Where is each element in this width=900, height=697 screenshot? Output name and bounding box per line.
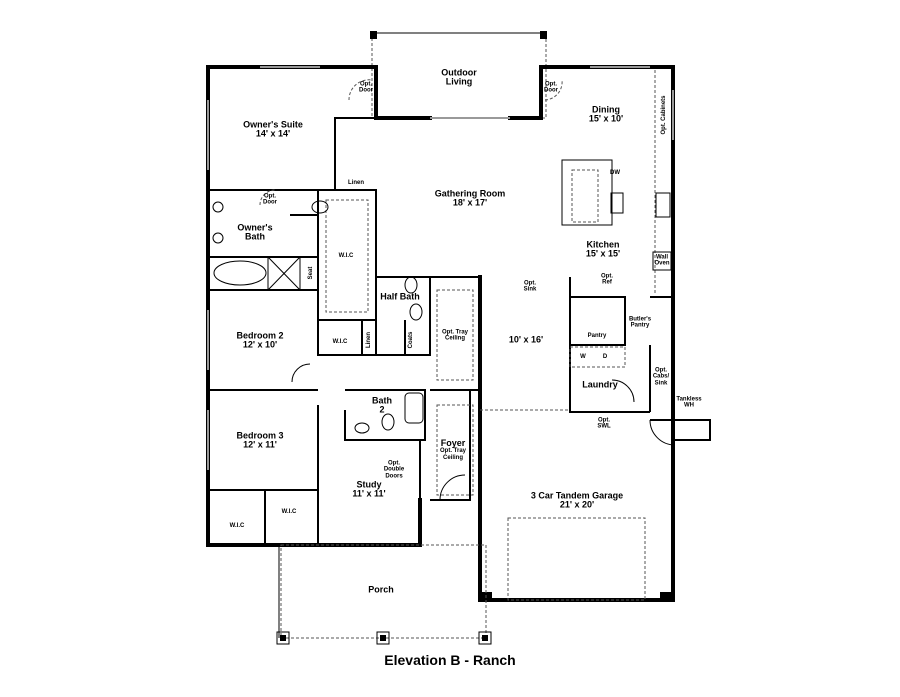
label-opt-tray-ceiling: Opt. Tray Ceiling (441, 329, 468, 342)
label-tankless-wh: Tankless WH (676, 396, 702, 409)
room-name: Kitchen (586, 239, 620, 250)
label-linen: Linen (348, 179, 364, 186)
label-wic: W.I.C (332, 338, 348, 345)
label-dishwasher: DW (610, 169, 620, 176)
room-name: Owner's Bath (237, 222, 273, 242)
room-half-bath: Half Bath (380, 291, 420, 302)
label-washer: W (580, 353, 586, 360)
room-name: Bath (372, 395, 392, 406)
porch-area (276, 544, 492, 645)
room-name: Half Bath (380, 291, 420, 302)
room-flex: 10' x 16' (508, 334, 544, 345)
room-laundry: Laundry (582, 379, 618, 390)
room-dims: 2 (379, 405, 385, 415)
room-name: Outdoor Living (441, 67, 477, 87)
label-opt-door: Opt. Door (544, 81, 558, 94)
room-dims: 14' x 14' (255, 129, 291, 139)
label-butlers-pantry: Butler's Pantry (628, 316, 652, 329)
label-opt-ref: Opt. Ref (601, 273, 613, 286)
label-opt-cabinets: Opt. Cabinets (660, 95, 667, 135)
label-opt-cabs-sink: Opt. Cabs/ Sink (652, 367, 670, 387)
room-name: Foyer (440, 437, 466, 448)
room-name: Owner's Suite (243, 119, 303, 130)
label-opt-door: Opt. Door (263, 193, 277, 206)
room-name: Dining (592, 104, 620, 115)
room-dims: 12' x 10' (242, 340, 278, 350)
label-wic: W.I.C (229, 522, 245, 529)
room-porch: Porch (368, 584, 394, 595)
label-pantry: Pantry (587, 332, 607, 339)
room-dims: 21' x 20' (559, 500, 595, 510)
room-dims: 18' x 17' (452, 198, 488, 208)
label-seat: Seat (307, 266, 314, 280)
room-name: Gathering Room (434, 188, 506, 199)
label-coats: Coats (407, 331, 414, 349)
room-name: Bedroom 3 (236, 430, 284, 441)
room-name: Porch (368, 584, 394, 595)
room-dims: 15' x 15' (585, 249, 621, 259)
room-outdoor-living: Outdoor Living (439, 67, 479, 88)
label-wic: W.I.C (338, 252, 354, 259)
room-name: Bedroom 2 (236, 330, 284, 341)
label-wall-oven: Wall Oven (654, 254, 670, 267)
plan-title: Elevation B - Ranch (384, 652, 516, 668)
room-dims: 11' x 11' (352, 489, 386, 499)
room-dims: 15' x 10' (588, 114, 624, 124)
room-name: Study (356, 479, 382, 490)
label-dryer: D (602, 353, 608, 360)
room-owners-bath: Owner's Bath (237, 222, 273, 243)
room-name: 3 Car Tandem Garage (530, 490, 624, 501)
label-opt-double-doors: Opt. Double Doors (383, 460, 405, 480)
room-dims: 10' x 16' (508, 334, 544, 345)
label-opt-sink: Opt. Sink (523, 280, 537, 293)
label-opt-swl: Opt. SWL (597, 417, 611, 430)
room-name: Laundry (582, 379, 618, 390)
label-linen: Linen (365, 332, 372, 348)
room-note: Opt. Tray Ceiling (439, 448, 466, 461)
room-dims: 12' x 11' (243, 440, 277, 450)
interior-walls (208, 70, 711, 601)
label-opt-door: Opt. Door (359, 81, 373, 94)
label-wic: W.I.C (281, 508, 297, 515)
